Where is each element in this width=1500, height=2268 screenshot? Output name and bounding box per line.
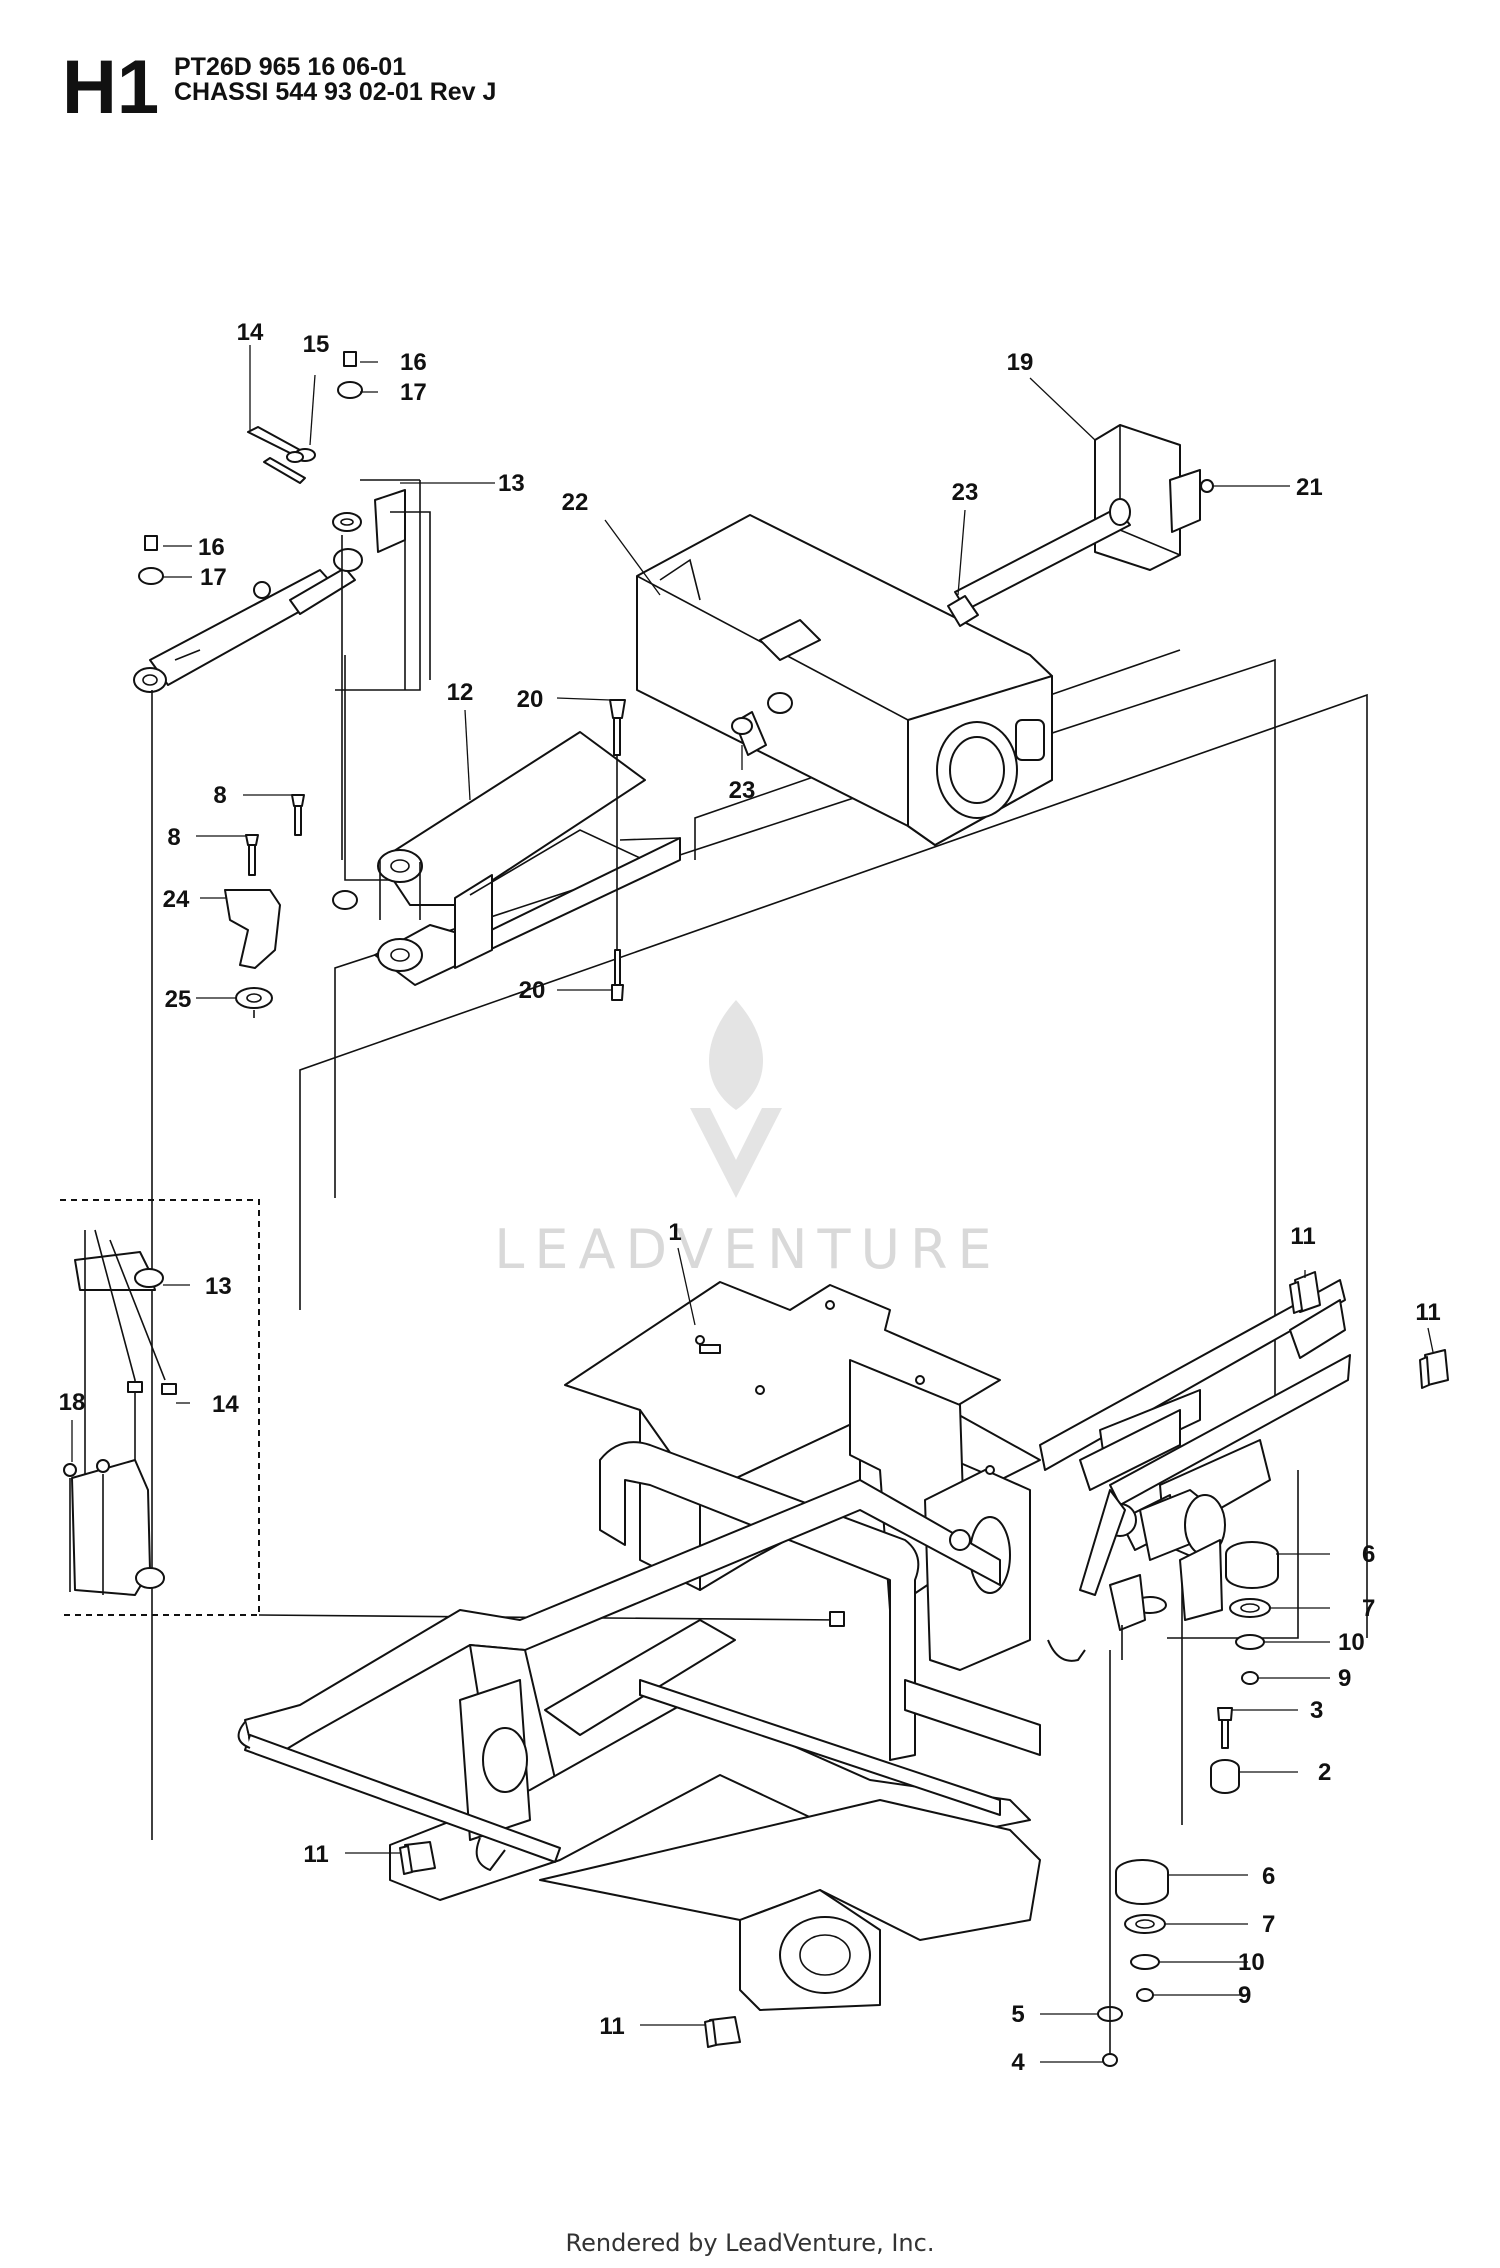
callout-leader-lines: [71, 345, 1434, 2063]
callout-labels: 14 15 16 17 13 16 17 22 19 21 23 12 20 2…: [59, 319, 1441, 2076]
callout-6: 6: [1262, 1863, 1275, 1890]
callout-17: 17: [200, 564, 227, 591]
callout-2: 2: [1318, 1759, 1331, 1786]
callout-18: 18: [59, 1389, 86, 1416]
callout-4: 4: [1011, 2049, 1025, 2076]
callout-20: 20: [517, 686, 544, 713]
callout-13: 13: [205, 1273, 232, 1300]
footer-credit: Rendered by LeadVenture, Inc.: [565, 2229, 935, 2257]
callout-24: 24: [163, 886, 190, 913]
watermark-text: LEADVENTURE: [494, 1218, 1001, 1281]
callout-11: 11: [303, 1841, 328, 1868]
callout-7: 7: [1362, 1595, 1375, 1622]
callout-21: 21: [1296, 474, 1323, 501]
model-number: PT26D 965 16 06-01: [174, 53, 407, 81]
assembly-number: CHASSI 544 93 02-01 Rev J: [174, 78, 497, 106]
callout-8: 8: [167, 824, 180, 851]
part-1-main-chassis: [237, 1279, 1351, 2011]
callout-16: 16: [198, 534, 225, 561]
callout-17: 17: [400, 379, 427, 406]
front-axle-fastener-stack: [1097, 1541, 1279, 2067]
callout-3: 3: [1310, 1697, 1323, 1724]
callout-13: 13: [498, 470, 525, 497]
callout-16: 16: [400, 349, 427, 376]
hydraulic-cylinder: [133, 548, 363, 693]
callout-1: 1: [668, 1219, 681, 1246]
callout-7: 7: [1262, 1911, 1275, 1938]
callout-23: 23: [952, 479, 979, 506]
part-22-cross-tube: [636, 514, 1053, 846]
callout-12: 12: [447, 679, 474, 706]
part-19-bracket: [1094, 424, 1214, 571]
callout-14: 14: [237, 319, 264, 346]
part-12-lift-frame: [374, 731, 681, 986]
leadventure-watermark: LEADVENTURE: [494, 1000, 1001, 1281]
callout-15: 15: [303, 331, 330, 358]
callout-10: 10: [1338, 1629, 1365, 1656]
upper-pins-and-bolts: [138, 351, 626, 1840]
callout-9: 9: [1238, 1982, 1251, 2009]
callout-22: 22: [562, 489, 589, 516]
callout-20: 20: [519, 977, 546, 1004]
callout-8: 8: [213, 782, 226, 809]
part-23-shaft-and-bushings: [731, 498, 1131, 756]
section-code: H1: [62, 45, 160, 130]
callout-14: 14: [212, 1391, 239, 1418]
callout-6: 6: [1362, 1541, 1375, 1568]
callout-23: 23: [729, 777, 756, 804]
part-11-plugs: [399, 1271, 1449, 2048]
inset-detail-box: [60, 1199, 845, 1627]
callout-19: 19: [1007, 349, 1034, 376]
callout-11: 11: [599, 2013, 624, 2040]
callout-11: 11: [1290, 1223, 1315, 1250]
callout-11: 11: [1415, 1299, 1440, 1326]
callout-25: 25: [165, 986, 192, 1013]
callout-5: 5: [1011, 2001, 1024, 2028]
callout-10: 10: [1238, 1949, 1265, 1976]
callout-9: 9: [1338, 1665, 1351, 1692]
